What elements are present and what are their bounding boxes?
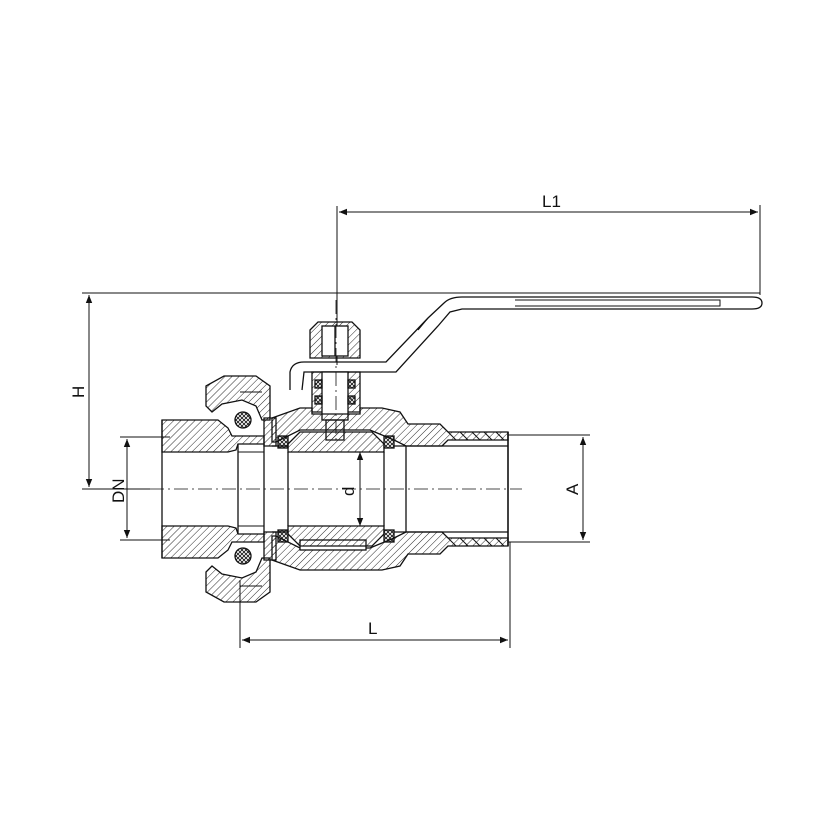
valve-ball [277, 431, 395, 547]
body-union-link [263, 417, 277, 561]
handle-lever [289, 296, 763, 391]
bore [272, 432, 509, 546]
dimension-h: H [69, 292, 760, 490]
dimension-l1: L1 [336, 192, 761, 365]
dimension-h-label: H [69, 386, 88, 398]
union-gaskets [234, 411, 252, 565]
dimension-d-label: d [339, 487, 358, 496]
center-lines [150, 300, 522, 490]
dimension-l-label: L [368, 619, 377, 638]
dimension-a-label: A [563, 483, 582, 495]
dimension-dn: DN [109, 436, 170, 541]
dimension-d: d [339, 452, 364, 526]
dimension-dn-label: DN [109, 478, 128, 503]
dimension-l1-label: L1 [542, 192, 561, 211]
stem-o-rings [314, 379, 356, 405]
dimension-a: A [508, 434, 590, 543]
ball-seats [277, 435, 395, 543]
